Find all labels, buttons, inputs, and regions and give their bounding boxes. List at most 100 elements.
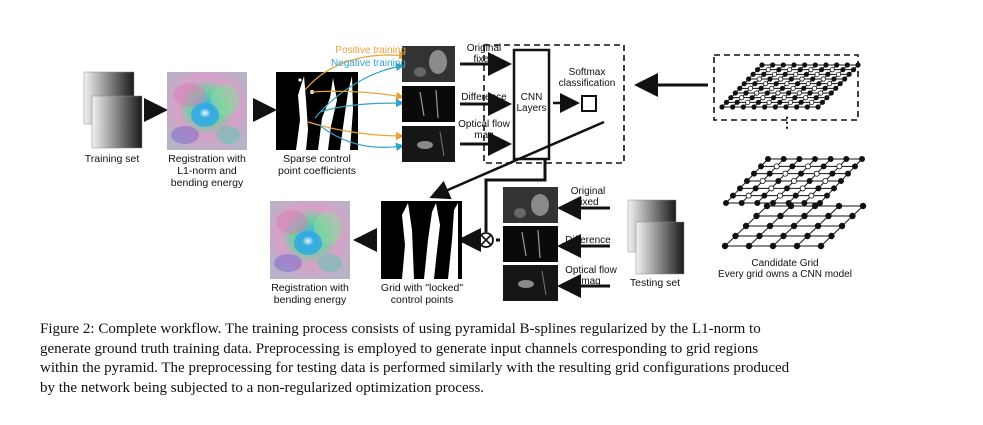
grid-node bbox=[812, 155, 819, 162]
label-line: Softmax bbox=[568, 67, 606, 78]
grid-node bbox=[805, 163, 812, 170]
grid-node bbox=[777, 212, 784, 220]
grid-node bbox=[820, 76, 826, 82]
grid-node bbox=[755, 99, 762, 105]
grid-node bbox=[782, 71, 788, 77]
grid-node bbox=[833, 85, 839, 91]
grid-node bbox=[811, 202, 819, 210]
grid-node bbox=[780, 155, 787, 162]
grid-node bbox=[852, 163, 859, 170]
grid-node bbox=[789, 163, 796, 170]
grid-node bbox=[859, 155, 866, 162]
grid-node bbox=[750, 71, 756, 77]
grid-node bbox=[828, 90, 834, 96]
grid-node bbox=[788, 76, 794, 82]
grid-node bbox=[842, 76, 848, 82]
grid-node bbox=[787, 99, 794, 105]
grid-node bbox=[746, 76, 752, 82]
grid-node bbox=[762, 81, 769, 87]
grid-node bbox=[754, 67, 761, 73]
label-line: Registration with bbox=[271, 282, 349, 294]
label-positive-training: Positive training bbox=[335, 45, 406, 56]
grid-node bbox=[843, 155, 850, 162]
grid-node bbox=[850, 67, 857, 73]
grid-line bbox=[753, 64, 795, 108]
grid-node bbox=[811, 85, 818, 91]
grid-node bbox=[767, 76, 773, 82]
grid-node bbox=[753, 212, 760, 220]
grid-node bbox=[819, 99, 826, 105]
grid-node bbox=[809, 99, 815, 105]
grid-line bbox=[796, 64, 838, 108]
grid-node bbox=[810, 76, 816, 82]
grid-node bbox=[791, 62, 797, 68]
grid-node bbox=[741, 81, 747, 87]
top-channel-images bbox=[402, 46, 455, 162]
grid-node bbox=[829, 170, 836, 177]
label-cnn-layers: CNN Layers bbox=[514, 92, 549, 114]
grid-node bbox=[769, 85, 775, 91]
grid-node bbox=[838, 222, 846, 230]
grid-node bbox=[772, 104, 778, 110]
label-line: bending energy bbox=[273, 294, 347, 306]
grid-node bbox=[723, 99, 730, 105]
cnn-layers-box bbox=[512, 48, 551, 161]
grid-node bbox=[792, 192, 799, 199]
grid-node bbox=[791, 177, 798, 184]
grid-node bbox=[783, 104, 789, 110]
label-line: bending energy bbox=[170, 177, 244, 189]
grid-node bbox=[803, 71, 810, 77]
grid-node bbox=[743, 90, 749, 96]
label-line: control points bbox=[390, 294, 454, 306]
grid-node bbox=[760, 95, 766, 101]
grid-node bbox=[796, 90, 802, 96]
label-line: Optical flow bbox=[458, 119, 510, 130]
grid-node bbox=[764, 90, 770, 96]
grid-node bbox=[721, 242, 729, 250]
grid-node bbox=[825, 71, 831, 77]
grid-node bbox=[765, 155, 772, 162]
grid-node bbox=[766, 222, 774, 230]
softmax-box bbox=[581, 95, 597, 112]
grid-node bbox=[798, 170, 805, 177]
grid-node bbox=[823, 62, 829, 68]
label-line: Sparse control bbox=[283, 153, 351, 165]
grid-node bbox=[818, 67, 825, 73]
grid-node bbox=[777, 192, 784, 199]
grid-node bbox=[758, 85, 764, 91]
grid-node bbox=[738, 95, 745, 101]
grid-node bbox=[836, 163, 843, 170]
grid-node bbox=[793, 71, 799, 77]
grid-node bbox=[822, 85, 828, 91]
grid-node bbox=[807, 90, 813, 96]
grid-node bbox=[838, 177, 845, 184]
label-line: Layers bbox=[516, 103, 547, 114]
grid-node bbox=[762, 104, 768, 110]
grid-node bbox=[779, 85, 786, 91]
grid-node bbox=[799, 185, 806, 192]
grid-node bbox=[732, 232, 739, 240]
grid-node bbox=[737, 85, 743, 91]
grid-node bbox=[752, 185, 759, 192]
grid-node bbox=[817, 199, 824, 206]
grid-node bbox=[813, 95, 819, 101]
label-sparse-control: Sparse control point coefficients bbox=[266, 153, 368, 177]
grid-node bbox=[770, 199, 777, 206]
sparse-control-image bbox=[276, 72, 358, 150]
grid-node bbox=[775, 177, 782, 184]
label-line: Candidate Grid bbox=[751, 258, 819, 269]
grid-node bbox=[728, 95, 734, 101]
label-optical-flow-top: Optical flow mag bbox=[456, 119, 512, 141]
caption-line: by the network being subjected to a non-… bbox=[40, 379, 485, 396]
grid-node bbox=[780, 232, 787, 240]
grid-node bbox=[846, 71, 852, 77]
training-set-images bbox=[83, 71, 143, 149]
grid-node bbox=[759, 177, 766, 184]
label-original-fixed-bottom: Original fixed bbox=[558, 186, 618, 208]
caption-line: within the pyramid. The preprocessing fo… bbox=[40, 360, 790, 376]
grid-node bbox=[751, 104, 757, 110]
grid-node bbox=[828, 232, 835, 240]
grid-node bbox=[765, 67, 771, 73]
grid-line bbox=[806, 64, 848, 108]
